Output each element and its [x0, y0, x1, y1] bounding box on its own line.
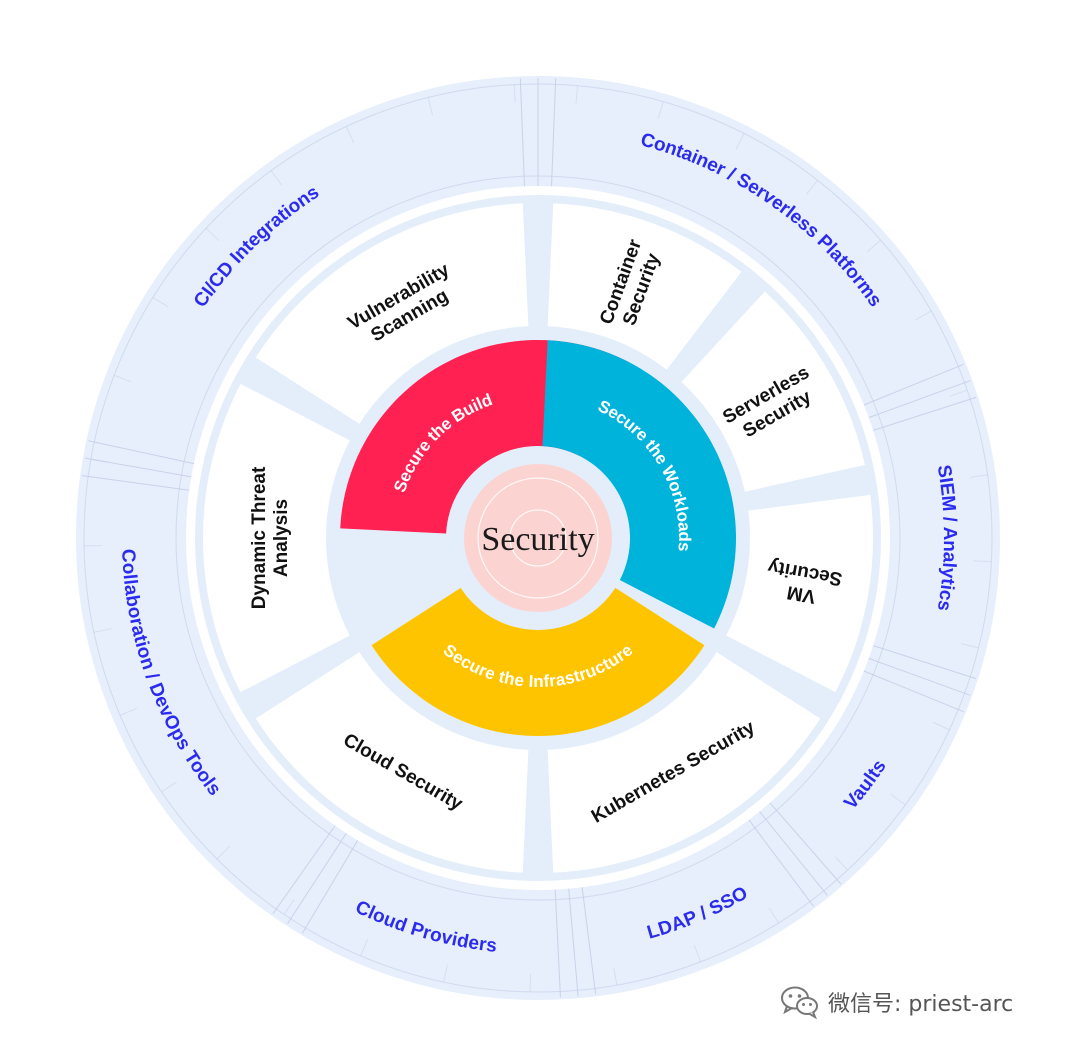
core-label: Security — [481, 521, 594, 558]
watermark: 微信号: priest-arc — [780, 982, 1013, 1022]
watermark-text: 微信号: priest-arc — [828, 986, 1013, 1018]
wechat-icon — [780, 985, 820, 1019]
